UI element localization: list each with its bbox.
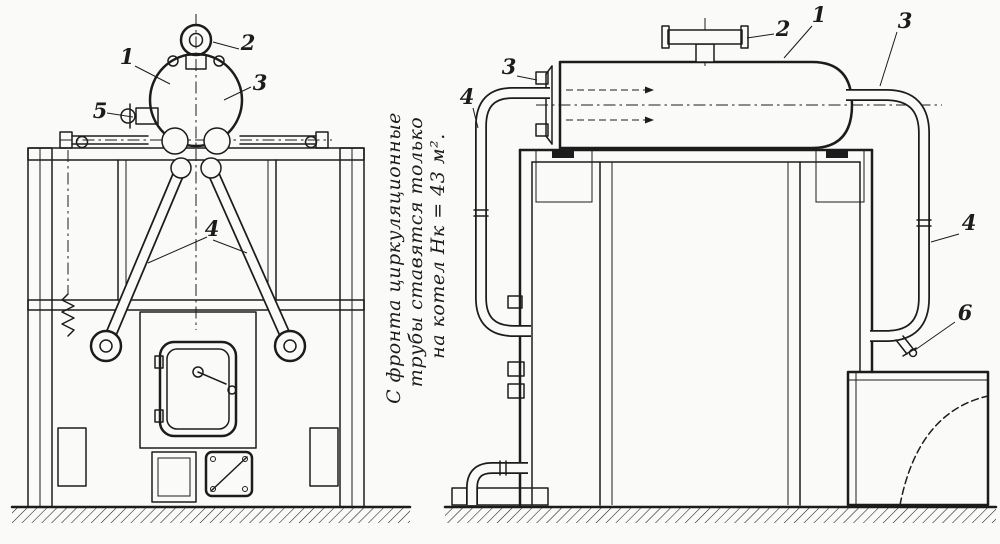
note-line-2: трубы ставятся только (405, 117, 427, 387)
callout-side-4-left: 4 (460, 84, 475, 109)
side-callouts: 2 1 3 3 4 4 6 (460, 2, 977, 351)
front-gauge-valve (120, 103, 159, 129)
callout-side-1: 1 (812, 2, 827, 27)
callout-front-3: 3 (253, 70, 268, 95)
callout-front-5: 5 (93, 98, 108, 123)
front-steam-drum (120, 23, 244, 179)
callout-front-4: 4 (205, 216, 220, 241)
front-view: 1 2 3 5 4 (10, 14, 412, 523)
side-view: 2 1 3 3 4 4 6 (443, 2, 998, 523)
callout-side-3-left: 3 (502, 54, 517, 79)
front-safety-valve (167, 23, 225, 70)
side-ground (443, 505, 998, 523)
side-boiler-body (507, 148, 874, 507)
note-line-1: С фронта циркуляционные (383, 112, 405, 404)
callout-side-4-right: 4 (962, 210, 977, 235)
front-gauge-rods (59, 131, 329, 149)
side-left-downcomer-pipe (473, 87, 550, 337)
callout-front-2: 2 (240, 30, 256, 55)
callout-side-2: 2 (775, 16, 791, 41)
side-steam-drum (535, 18, 942, 150)
front-ground (10, 505, 412, 523)
side-right-downcomer-pipe (846, 89, 932, 358)
note-line-3: на котел Нк = 43 м². (427, 133, 449, 359)
side-flue-box (846, 370, 990, 507)
callout-front-1: 1 (120, 44, 135, 69)
side-wall-fittings (507, 295, 525, 399)
front-centerlines (60, 14, 332, 330)
side-drain-cock (895, 335, 918, 358)
callout-side-6: 6 (958, 300, 973, 325)
side-blowoff-pipe (451, 460, 549, 506)
handwritten-note: С фронта циркуляционные трубы ставятся т… (383, 112, 449, 404)
front-furnace (139, 311, 257, 503)
front-hanger-spring (61, 293, 75, 337)
front-callouts: 1 2 3 5 4 (93, 30, 268, 264)
side-steam-valve (661, 18, 749, 66)
front-downcomer-pipes (89, 165, 307, 363)
front-ash-grate-door (151, 451, 197, 503)
callout-side-3-right: 3 (898, 8, 913, 33)
front-access-door (204, 450, 254, 498)
